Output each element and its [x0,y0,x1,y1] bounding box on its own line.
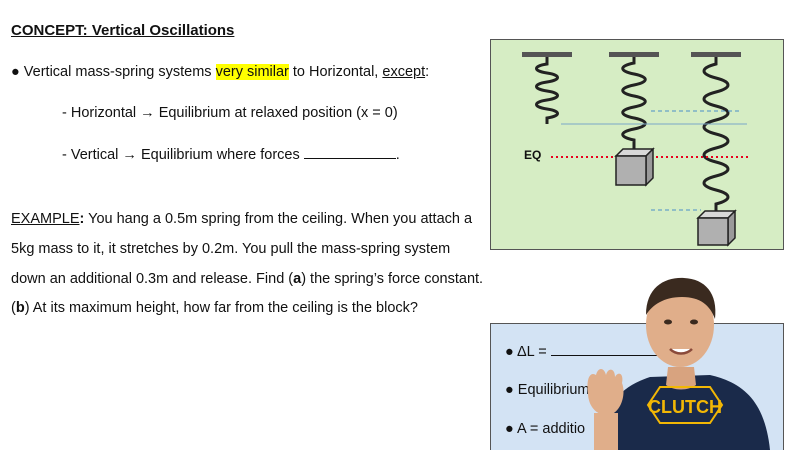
bullet-middle: to Horizontal, [288,64,383,80]
delta-l-blank [550,343,663,356]
vertical-line: - Vertical → Equilibrium where forces. [62,146,400,163]
mass-block-1 [614,147,655,187]
example-line-1: EXAMPLE: You hang a 0.5m spring from the… [11,211,472,227]
spring-1 [535,57,559,124]
page-title: CONCEPT: Vertical Oscillations [11,22,235,39]
example-colon: : [79,211,85,227]
mass-block-2 [696,209,737,247]
eq-label: EQ [524,148,542,162]
vertical-end: . [395,147,400,163]
example-text-4b: ) At its maximum height, how far from th… [24,300,418,316]
note-delta-l-text: ● ΔL = [505,344,547,360]
example-line-2: 5kg mass to it, it stretches by 0.2m. Yo… [11,241,451,257]
presenter-video: CLUTCH [587,277,770,450]
except-text: except [382,64,426,80]
part-a-label: a [293,271,302,287]
example-line-3: down an additional 0.3m and release. Fin… [11,271,483,287]
highlighted-text: very similar [215,64,289,80]
note-equilibrium: ● Equilibrium [505,382,590,398]
note-amplitude: ● A = additio [505,421,586,437]
shirt-logo-text: CLUTCH [648,397,722,417]
bullet-prefix: ● Vertical mass-spring systems [11,64,216,80]
example-line-4: (b) At its maximum height, how far from … [11,300,418,316]
spring-3 [702,57,730,212]
spring-2 [621,57,647,150]
horizontal-line: - Horizontal → Equilibrium at relaxed po… [62,105,398,121]
example-label: EXAMPLE [11,211,80,227]
spring-diagram-svg [522,52,749,247]
bullet-colon: : [425,64,430,80]
vertical-text: - Vertical → Equilibrium where forces [62,147,300,163]
ceiling-2 [609,52,659,57]
example-text-4a: ( [11,300,16,316]
bullet-similarity: ● Vertical mass-spring systems very simi… [11,64,429,80]
example-text-3a: down an additional 0.3m and release. Fin… [11,271,294,287]
part-b-label: b [15,300,25,316]
ceiling-3 [691,52,741,57]
fill-in-blank [303,146,396,159]
note-delta-l: ● ΔL = [505,343,663,360]
example-text-1: You hang a 0.5m spring from the ceiling.… [84,211,473,227]
example-text-3b: ) the spring’s force constant. [301,271,484,287]
spring-diagram: EQ [490,39,784,250]
presenter-figure [587,277,770,450]
ceiling-1 [522,52,572,57]
